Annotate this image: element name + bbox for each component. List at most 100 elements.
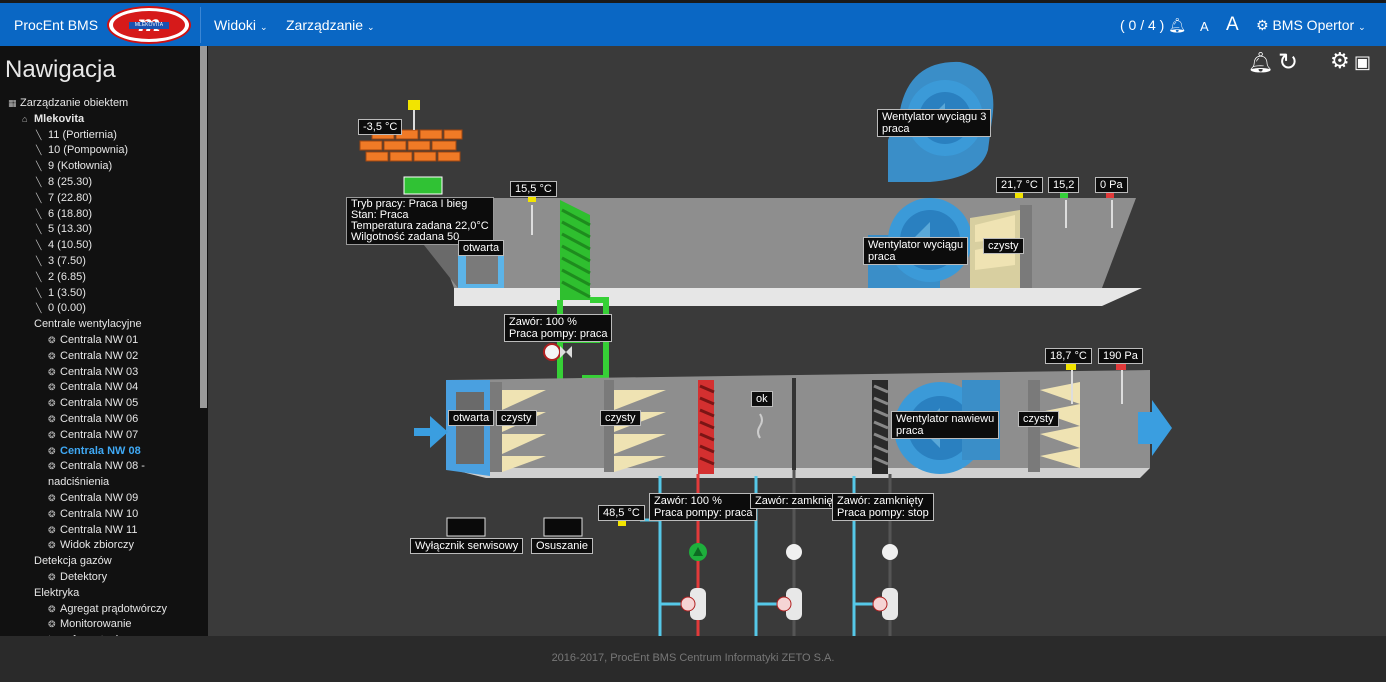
pump-stopped-icon[interactable] [786, 544, 802, 560]
valve-body-icon [560, 346, 572, 358]
nav-tree-item[interactable]: ❂Detektory [0, 570, 200, 586]
nav-tree-item[interactable]: ❂Agregat prądotwórczy [0, 602, 200, 618]
menu-zarzadzanie-label: Zarządzanie [286, 17, 364, 33]
nav-tree-item[interactable]: ⌂Mlekovita [0, 112, 200, 128]
nav-tree-item[interactable]: ╲9 (Kotłownia) [0, 159, 200, 175]
nav-group-label[interactable]: Detekcja gazów [0, 554, 200, 570]
nav-group-label[interactable]: Elektryka [0, 586, 200, 602]
nav-item-label: 0 (0.00) [48, 302, 86, 315]
fan-icon: ❂ [48, 492, 56, 503]
settings-icon[interactable]: ⚙ [1330, 48, 1350, 73]
nav-tree-item[interactable]: ▦Zarządzanie obiektem [0, 96, 200, 112]
floor-icon: ╲ [36, 271, 42, 282]
nav-tree-item[interactable]: nadciśnienia [0, 475, 200, 491]
valve-actuator-icon[interactable] [543, 343, 561, 361]
outdoor-sensor-icon [408, 100, 420, 110]
floor-icon: ╲ [36, 255, 42, 266]
nav-tree-item[interactable]: ❂Widok zbiorczy [0, 538, 200, 554]
exhaust-damper-label: otwarta [458, 240, 505, 256]
nav-tree-item[interactable]: ╲1 (3.50) [0, 286, 200, 302]
fan-icon: ❂ [48, 366, 56, 377]
nav-tree-item[interactable]: ❂Centrala NW 08 - [0, 459, 200, 475]
exhaust-fan-name: Wentylator wyciągu [868, 239, 964, 251]
nav-tree-item[interactable]: ╲7 (22.80) [0, 191, 200, 207]
pump-stopped-icon[interactable] [882, 544, 898, 560]
fan-icon: ❂ [48, 382, 56, 393]
camera-icon[interactable]: ▣ [1354, 52, 1372, 72]
nav-tree-item[interactable]: ╲11 (Portiernia) [0, 128, 200, 144]
mode-text: Tryb pracy: Praca I bieg [351, 198, 468, 210]
valve-icon[interactable] [872, 588, 898, 620]
set-temp-text: Temperatura zadana 22,0°C [351, 220, 489, 232]
company-logo[interactable]: mMLEKOVITA [107, 6, 191, 44]
chevron-down-icon: ⌄ [367, 22, 375, 32]
font-size-small-button[interactable]: A [1200, 19, 1209, 34]
valve-icon[interactable] [680, 588, 706, 620]
fan-icon: ❂ [48, 603, 56, 614]
nav-item-label: Centrala NW 08 - [60, 460, 145, 473]
nav-item-label: Centrala NW 10 [60, 507, 139, 520]
dehumidify-indicator[interactable] [543, 517, 583, 537]
nav-item-label: Detekcja gazów [34, 555, 112, 568]
nav-tree-item[interactable]: ❂Centrala NW 05 [0, 396, 200, 412]
valve4-position: Zawór: zamknięty [837, 495, 924, 507]
alarm-counter[interactable]: ( 0 / 4 ) 🔔︎ [1120, 17, 1186, 34]
nav-tree-item[interactable]: ❂Centrala NW 02 [0, 349, 200, 365]
sidebar-title: Nawigacja [5, 56, 116, 83]
exhaust-temp-label: 15,5 °C [510, 181, 557, 197]
set-humidity-text: Wilgotność zadana 50 [351, 231, 460, 243]
nav-tree-item[interactable]: ❂Centrala NW 07 [0, 428, 200, 444]
valve-1-label: Zawór: 100 %Praca pompy: praca [504, 314, 613, 342]
bell-icon[interactable]: 🔔︎ [1248, 52, 1274, 74]
nav-tree-item[interactable]: ╲8 (25.30) [0, 175, 200, 191]
nav-item-label: 2 (6.85) [48, 270, 86, 283]
state-text: Stan: Praca [351, 209, 409, 221]
nav-tree-item[interactable]: transformatorów [0, 633, 200, 636]
menu-zarzadzanie[interactable]: Zarządzanie⌄ [286, 17, 375, 33]
service-switch-label: Wyłącznik serwisowy [410, 538, 524, 554]
font-size-large-button[interactable]: A [1226, 14, 1239, 35]
exhaust-pressure-sensor-icon [1106, 192, 1114, 198]
nav-tree-item[interactable]: ╲0 (0.00) [0, 301, 200, 317]
status-indicator[interactable] [403, 176, 443, 195]
nav-tree-item[interactable]: ❂ Centrala NW 09 [0, 491, 200, 507]
nav-tree-item[interactable]: ❂ Centrala NW 03 [0, 365, 200, 381]
nav-tree-item[interactable]: ❂Centrala NW 04 [0, 380, 200, 396]
nav-item-label: Centrala NW 03 [60, 365, 139, 378]
nav-item-label: Centrala NW 09 [60, 491, 139, 504]
nav-tree-item[interactable]: ❂Monitorowanie [0, 617, 200, 633]
fan-icon: ❂ [48, 429, 56, 440]
app-brand[interactable]: ProcEnt BMS [14, 17, 99, 33]
pump-arrow-icon [693, 547, 703, 556]
refresh-icon[interactable]: ↻ [1278, 49, 1299, 76]
floor-icon: ╲ [36, 129, 42, 140]
valve-2-label: Zawór: 100 %Praca pompy: praca [649, 493, 758, 521]
valve-icon[interactable] [776, 588, 802, 620]
nav-tree-item[interactable]: ❂Centrala NW 01 [0, 333, 200, 349]
nav-tree-item[interactable]: ❂Centrala NW 10 [0, 507, 200, 523]
nav-tree-item[interactable]: ╲4 (10.50) [0, 238, 200, 254]
exhaust-humidity-sensor-icon [1060, 192, 1068, 198]
service-switch-indicator[interactable] [446, 517, 486, 537]
nav-tree-item[interactable]: ╲5 (13.30) [0, 222, 200, 238]
nav-item-label: nadciśnienia [48, 476, 110, 489]
cooler-coil [872, 380, 889, 474]
menu-widoki[interactable]: Widoki⌄ [214, 17, 268, 33]
nav-tree-item[interactable]: ❂ Centrala NW 11 [0, 523, 200, 539]
nav-tree-item[interactable]: ╲3 (7.50) [0, 254, 200, 270]
sidebar-scrollbar[interactable] [200, 46, 207, 408]
logo-band: MLEKOVITA [129, 22, 169, 29]
nav-tree-item[interactable]: ╲6 (18.80) [0, 207, 200, 223]
nav-item-label: Zarządzanie obiektem [20, 97, 129, 109]
nav-group-label[interactable]: Centrale wentylacyjne [0, 317, 200, 333]
nav-item-label: 8 (25.30) [48, 175, 93, 188]
nav-tree-item[interactable]: ❂Centrala NW 06 [0, 412, 200, 428]
nav-tree-item[interactable]: ╲10 (Pompownia) [0, 143, 200, 159]
navigation-tree: ▦Zarządzanie obiektem⌂Mlekovita╲11 (Port… [0, 96, 200, 636]
user-menu[interactable]: ⚙ BMS Opertor⌄ [1256, 17, 1366, 34]
valve2-pump: Praca pompy: praca [654, 507, 753, 519]
nav-tree-item[interactable]: ❂Centrala NW 08 [0, 444, 200, 460]
fan-icon: ❂ [48, 524, 56, 535]
nav-tree-item[interactable]: ╲ 2 (6.85) [0, 270, 200, 286]
nav-item-label: Centrala NW 11 [60, 523, 138, 536]
